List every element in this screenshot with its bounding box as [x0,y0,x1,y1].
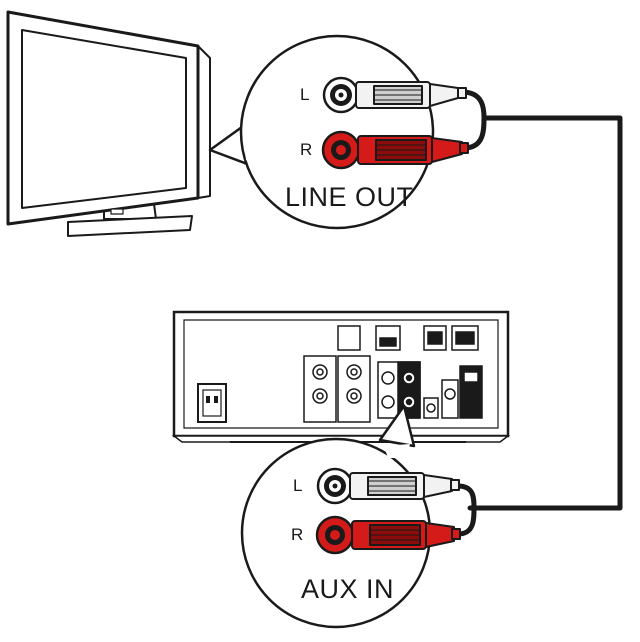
l-jack-icon-bottom [316,467,354,505]
top-l-label: L [300,85,310,104]
misc-connectors-icon [423,365,483,419]
aux-jacks-block-icon [377,361,421,419]
speaker-terminals-icon [303,355,371,423]
red-plug-icon-bottom [351,520,461,550]
line-out-callout [208,34,469,230]
audio-system-rear-panel [171,310,511,443]
l-jack-icon-top [322,76,360,114]
white-plug-icon-bottom [349,472,460,500]
top-r-label: R [300,140,313,159]
aux-in-pointer [378,404,416,448]
line-out-caption: LINE OUT [285,182,414,212]
aux-in-callout [240,437,461,629]
bottom-l-label: L [293,476,303,495]
white-plug-icon-top [355,81,467,109]
tv-icon [6,10,211,237]
bottom-r-label: R [291,525,304,544]
r-jack-icon-top [321,130,361,170]
power-socket-icon [197,383,227,423]
aux-in-caption: AUX IN [301,574,395,604]
r-jack-icon-bottom [315,515,355,555]
red-plug-icon-top [357,135,469,165]
top-connectors-icon [337,325,479,351]
